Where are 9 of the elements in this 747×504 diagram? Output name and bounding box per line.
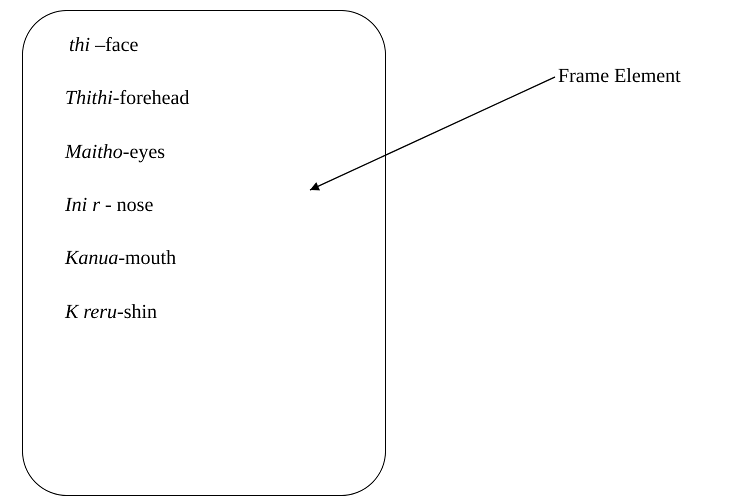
term-text: Thithi-forehead <box>65 86 190 110</box>
term-text: Maitho-eyes <box>65 140 165 164</box>
leader-arrow <box>310 76 556 191</box>
term-text: Kanua-mouth <box>65 246 176 270</box>
term-text: K reru-shin <box>65 300 158 324</box>
rounded-frame-box <box>22 10 386 496</box>
term-text: thi –face <box>69 33 138 57</box>
term-text: Ini r - nose <box>65 192 154 217</box>
callout-text: Frame Element <box>558 64 681 88</box>
